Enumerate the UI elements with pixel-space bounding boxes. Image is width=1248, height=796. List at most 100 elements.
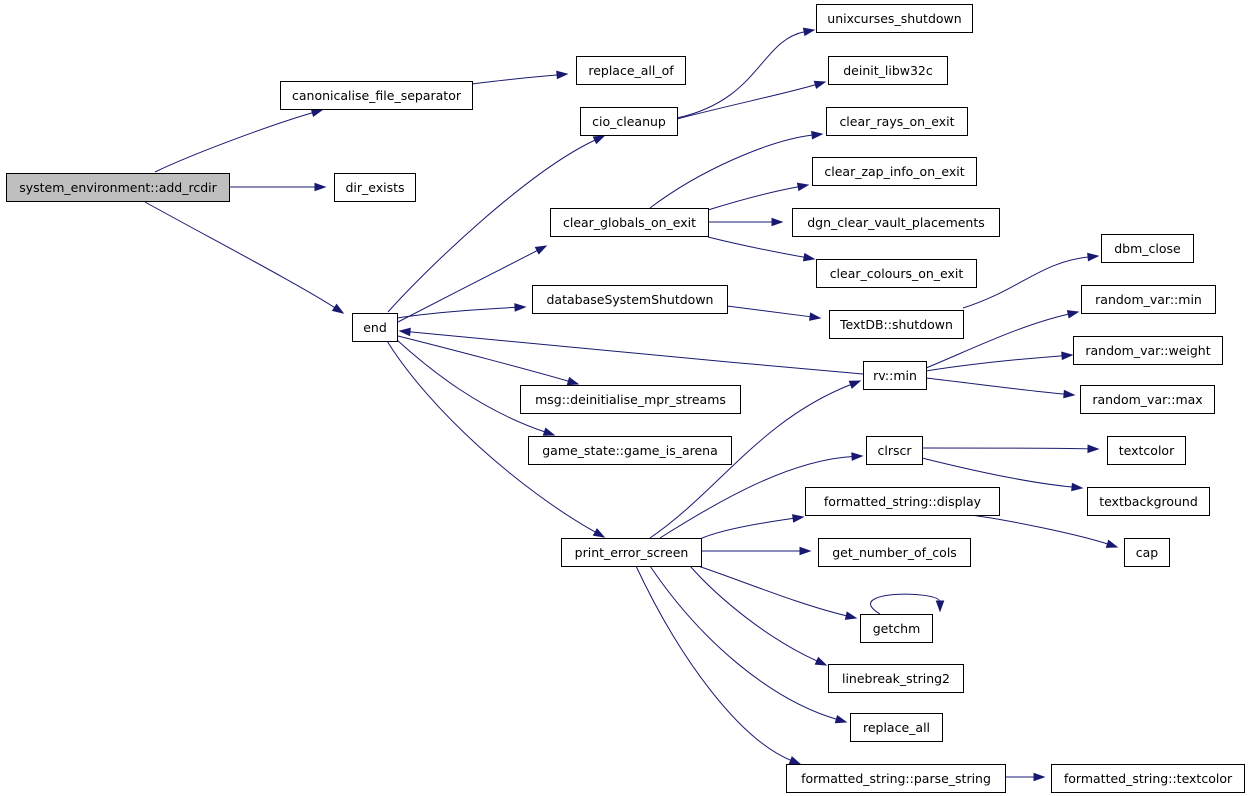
edge-line bbox=[396, 339, 546, 433]
edge-line bbox=[649, 134, 814, 209]
node-clear-zap[interactable]: clear_zap_info_on_exit bbox=[812, 157, 977, 186]
node-box bbox=[816, 259, 977, 288]
node-clear-colours[interactable]: clear_colours_on_exit bbox=[816, 259, 977, 288]
edge-line bbox=[144, 201, 336, 309]
edge-line bbox=[408, 331, 864, 375]
node-end[interactable]: end bbox=[352, 313, 398, 342]
node-replace-all-of[interactable]: replace_all_of bbox=[576, 56, 686, 85]
node-replace-all[interactable]: replace_all bbox=[850, 713, 943, 742]
node-textbackground[interactable]: textbackground bbox=[1087, 487, 1210, 516]
node-box bbox=[792, 208, 1000, 237]
node-cap[interactable]: cap bbox=[1124, 538, 1170, 567]
node-fs-display[interactable]: formatted_string::display bbox=[805, 487, 1000, 516]
edge-rv_min-to-end bbox=[398, 327, 864, 375]
node-linebreak[interactable]: linebreak_string2 bbox=[828, 664, 964, 693]
node-fs-textcolor[interactable]: formatted_string::textcolor bbox=[1051, 764, 1245, 793]
node-box bbox=[532, 285, 728, 314]
node-clear-globals[interactable]: clear_globals_on_exit bbox=[550, 208, 709, 237]
edge-fs_parse-to-fs_textcolor bbox=[1005, 772, 1046, 782]
node-textdb[interactable]: TextDB::shutdown bbox=[829, 310, 964, 339]
node-box bbox=[826, 107, 968, 136]
node-dbss[interactable]: databaseSystemShutdown bbox=[532, 285, 728, 314]
node-rvar-min[interactable]: random_var::min bbox=[1081, 285, 1216, 314]
node-textcolor[interactable]: textcolor bbox=[1107, 436, 1186, 465]
arrow-head bbox=[935, 600, 945, 613]
node-box bbox=[528, 436, 732, 465]
node-label: dgn_clear_vault_placements bbox=[807, 215, 985, 230]
edge-line bbox=[397, 249, 539, 323]
edge-clear_globals-to-clear_rays bbox=[649, 130, 824, 209]
edge-line bbox=[635, 565, 792, 762]
arrow-head bbox=[592, 135, 606, 145]
node-getchm[interactable]: getchm bbox=[860, 614, 933, 643]
arrow-head bbox=[802, 27, 816, 37]
edge-fs_display-to-cap bbox=[969, 514, 1119, 548]
edge-end-to-game_arena bbox=[396, 339, 556, 436]
edge-line bbox=[386, 340, 597, 534]
node-game-arena[interactable]: game_state::game_is_arena bbox=[528, 436, 732, 465]
arrow-head bbox=[1063, 389, 1076, 399]
node-label: print_error_screen bbox=[575, 545, 689, 560]
node-dgn-clear[interactable]: dgn_clear_vault_placements bbox=[792, 208, 1000, 237]
node-label: textcolor bbox=[1119, 443, 1175, 458]
node-box bbox=[786, 764, 1006, 793]
node-label: cap bbox=[1136, 545, 1159, 560]
node-rvar-weight[interactable]: random_var::weight bbox=[1073, 336, 1223, 365]
node-label: dbm_close bbox=[1114, 241, 1181, 256]
arrow-head bbox=[851, 452, 864, 461]
node-get-cols[interactable]: get_number_of_cols bbox=[818, 538, 971, 567]
arrow-head bbox=[848, 380, 862, 389]
arrow-head bbox=[514, 303, 527, 312]
node-box bbox=[580, 107, 678, 136]
node-clrscr[interactable]: clrscr bbox=[866, 436, 923, 465]
edge-print_error-to-get_cols bbox=[700, 546, 812, 556]
arrow-head bbox=[811, 130, 824, 140]
node-label: end bbox=[363, 320, 387, 335]
arrow-head bbox=[1087, 444, 1100, 454]
call-edges bbox=[144, 27, 1119, 782]
node-deinit-libw32c[interactable]: deinit_libw32c bbox=[828, 56, 948, 85]
edge-add_rcdir-to-end bbox=[144, 201, 345, 314]
node-clear-rays[interactable]: clear_rays_on_exit bbox=[826, 107, 968, 136]
node-rvar-max[interactable]: random_var::max bbox=[1080, 385, 1215, 414]
node-box bbox=[1107, 436, 1186, 465]
edge-line bbox=[471, 74, 559, 85]
node-unixcurses-shutdown[interactable]: unixcurses_shutdown bbox=[816, 4, 973, 33]
node-dbm-close[interactable]: dbm_close bbox=[1101, 234, 1194, 263]
edge-line bbox=[697, 565, 848, 617]
arrow-head bbox=[1061, 351, 1074, 361]
node-fs-parse[interactable]: formatted_string::parse_string bbox=[786, 764, 1006, 793]
node-box bbox=[812, 157, 977, 186]
arrow-head bbox=[1105, 539, 1119, 548]
node-cio-cleanup[interactable]: cio_cleanup bbox=[580, 107, 678, 136]
node-box bbox=[1124, 538, 1170, 567]
arrow-head bbox=[1033, 772, 1046, 782]
node-dir-exists[interactable]: dir_exists bbox=[334, 173, 416, 202]
edge-line bbox=[649, 565, 838, 720]
edge-print_error-to-replace_all bbox=[649, 565, 848, 724]
node-label: clear_colours_on_exit bbox=[830, 266, 964, 281]
node-box bbox=[520, 385, 741, 414]
node-rv-min[interactable]: rv::min bbox=[863, 361, 927, 390]
edge-clear_globals-to-dgn_clear bbox=[708, 217, 784, 227]
node-msg-deinit[interactable]: msg::deinitialise_mpr_streams bbox=[520, 385, 741, 414]
node-canon[interactable]: canonicalise_file_separator bbox=[280, 81, 473, 110]
node-add-rcdir[interactable]: system_environment::add_rcdir bbox=[6, 173, 230, 202]
node-label: dir_exists bbox=[345, 180, 404, 195]
node-box bbox=[334, 173, 416, 202]
node-print-error[interactable]: print_error_screen bbox=[561, 538, 702, 567]
node-box bbox=[561, 538, 702, 567]
node-label: get_number_of_cols bbox=[832, 545, 957, 560]
edge-line bbox=[726, 305, 812, 318]
node-box bbox=[828, 664, 964, 693]
edge-line bbox=[676, 31, 806, 119]
edge-line bbox=[659, 455, 854, 539]
node-box bbox=[1051, 764, 1245, 793]
edge-line bbox=[707, 186, 800, 211]
arrow-head bbox=[542, 427, 556, 436]
node-label: formatted_string::textcolor bbox=[1064, 771, 1233, 786]
edge-line bbox=[925, 355, 1064, 372]
arrow-head bbox=[788, 756, 802, 765]
edge-line bbox=[154, 112, 314, 173]
edge-line bbox=[387, 139, 597, 313]
